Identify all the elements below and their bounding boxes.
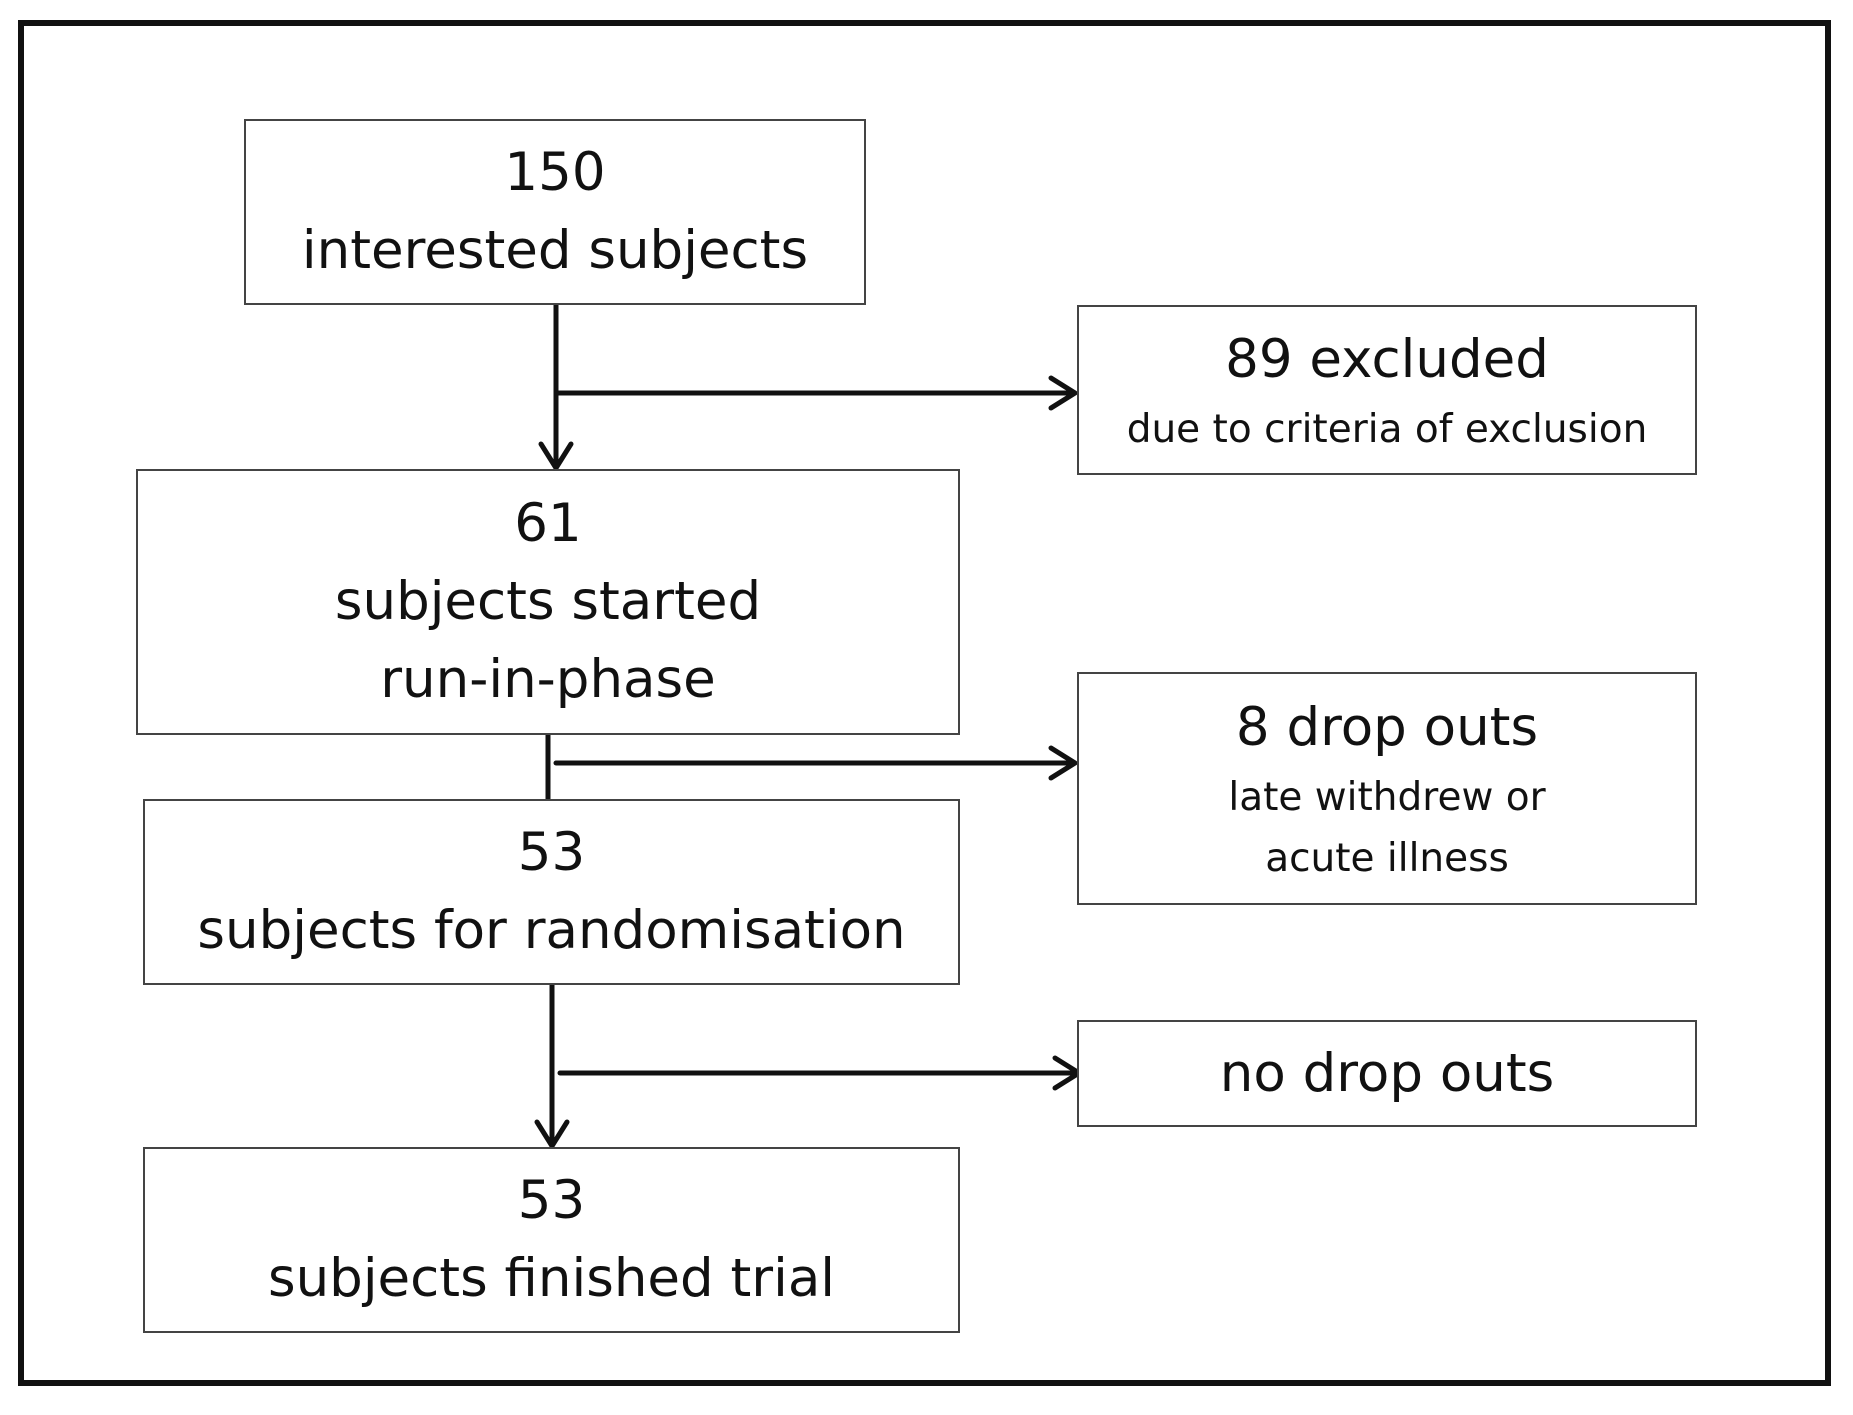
arrowhead-down-3 [534, 1119, 570, 1149]
box-randomisation: 53 subjects for randomisation [143, 799, 960, 985]
box-drop-outs-reason-2: acute illness [1265, 835, 1509, 881]
box-drop-outs-title: 8 drop outs [1235, 696, 1539, 758]
box-interested-subjects: 150 interested subjects [244, 119, 866, 305]
arrowhead-right-2 [1048, 745, 1078, 781]
box-run-in-phase-label-2: run-in-phase [380, 649, 716, 710]
box-finished-trial-count: 53 [517, 1170, 586, 1231]
box-drop-outs: 8 drop outs late withdrew or acute illne… [1077, 672, 1697, 905]
box-excluded-title: 89 excluded [1225, 328, 1549, 390]
box-finished-trial: 53 subjects finished trial [143, 1147, 960, 1333]
box-interested-subjects-count: 150 [504, 142, 606, 203]
figure-frame [18, 20, 1831, 1386]
box-no-drop-outs-title: no drop outs [1219, 1042, 1555, 1104]
box-randomisation-label: subjects for randomisation [197, 900, 906, 961]
box-no-drop-outs: no drop outs [1077, 1020, 1697, 1127]
box-run-in-phase-label-1: subjects started [334, 571, 762, 632]
box-randomisation-count: 53 [517, 822, 586, 883]
box-run-in-phase: 61 subjects started run-in-phase [136, 469, 960, 735]
box-excluded-reason: due to criteria of exclusion [1126, 406, 1648, 452]
box-finished-trial-label: subjects finished trial [267, 1248, 836, 1309]
box-drop-outs-reason-1: late withdrew or [1228, 774, 1546, 820]
arrowhead-right-1 [1048, 375, 1078, 411]
box-interested-subjects-label: interested subjects [301, 220, 809, 281]
box-excluded: 89 excluded due to criteria of exclusion [1077, 305, 1697, 475]
box-run-in-phase-count: 61 [514, 493, 582, 554]
arrowhead-down-1 [538, 441, 574, 471]
